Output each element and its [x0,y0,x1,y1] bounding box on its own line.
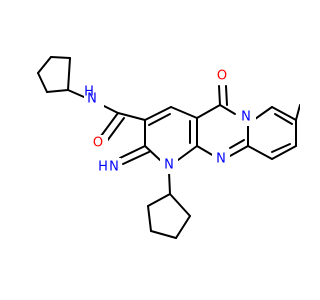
molecule-canvas: H N O O N N N H N [37,56,300,239]
imine-n-label: N [109,160,119,175]
imine-h-label: H [98,160,108,175]
ring-n-lower-label: N [216,152,226,167]
amide-nh-atom: H N [84,85,104,108]
ring-n-fused-atom: N [238,108,256,126]
ketone-o-label: O [217,69,227,84]
ring-n-bottom-label: N [164,158,174,173]
atom-label-layer: H N O O N N N H N [84,67,256,176]
ketone-oxygen-atom: O [213,67,231,85]
imine-atom: H N [93,158,121,176]
molecule-structure: H N O O N N N H N [37,56,300,239]
ring-n-lower-atom: N [212,151,230,169]
amide-o-label: O [93,136,103,151]
amide-h-label: H [84,85,94,100]
ring-n-fused-label: N [241,110,251,125]
amide-n-label: N [87,92,97,107]
amide-oxygen-atom: O [90,135,108,151]
ring-n-bottom-atom: N [160,156,178,174]
bond-layer [37,56,300,239]
